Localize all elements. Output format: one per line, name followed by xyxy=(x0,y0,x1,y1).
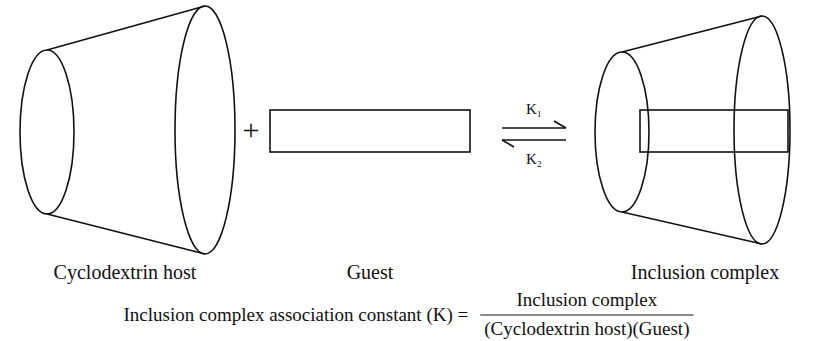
inclusion-complex-cone xyxy=(595,16,790,244)
fraction-denominator: (Cyclodextrin host)(Guest) xyxy=(484,319,689,340)
equation-text: Inclusion complex association constant (… xyxy=(124,305,469,326)
equilibrium-arrows xyxy=(502,121,566,147)
cyclodextrin-cone xyxy=(20,6,235,254)
caption-label: Inclusion complex xyxy=(631,261,779,283)
rate-constant: K₁ xyxy=(526,101,542,118)
fraction-bar xyxy=(480,314,693,315)
fraction-numerator: Inclusion complex xyxy=(516,290,657,311)
caption-label: Guest xyxy=(347,261,394,283)
caption-label: Cyclodextrin host xyxy=(54,261,197,283)
plus-sign: + xyxy=(243,113,260,146)
guest-rectangle xyxy=(270,110,470,152)
rate-constant: K₂ xyxy=(526,151,542,168)
